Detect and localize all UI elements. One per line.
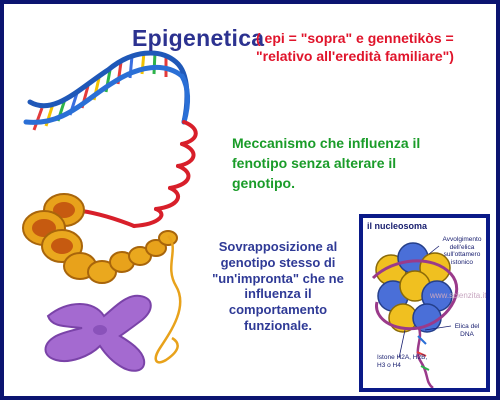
dna-strand xyxy=(154,235,182,364)
nucleosome-inset: il nucleosoma Avvolgimento dell'elica su… xyxy=(359,214,490,392)
chromatin-coil xyxy=(72,120,198,228)
dna-double-helix xyxy=(23,50,190,131)
nucleosome-panel: il nucleosoma Avvolgimento dell'elica su… xyxy=(363,218,486,388)
dna-to-chromosome-illustration xyxy=(22,50,198,372)
slide: Epigenetica ( epi = "sopra" e gennetikòs… xyxy=(4,4,496,396)
page-title: Epigenetica xyxy=(132,25,265,51)
label-helix: Elica del DNA xyxy=(454,323,480,338)
etymology-note: ( epi = "sopra" e gennetikòs = "relativo… xyxy=(256,30,454,64)
watermark: www.scienzita.it xyxy=(430,291,486,300)
chromosome xyxy=(44,294,152,372)
inset-title: il nucleosoma xyxy=(367,221,428,231)
nucleosome-fiber xyxy=(22,193,178,284)
label-coil: Avvolgimento dell'elica sull'ottamero is… xyxy=(442,236,482,266)
nucleosome-illustration xyxy=(371,242,459,388)
definition-text: Meccanismo che influenza il fenotipo sen… xyxy=(232,135,421,191)
description-text: Sovrapposizione al genotipo stesso di "u… xyxy=(212,239,344,333)
label-histones: Istone H2A, H2B, H3 o H4 xyxy=(377,354,428,369)
